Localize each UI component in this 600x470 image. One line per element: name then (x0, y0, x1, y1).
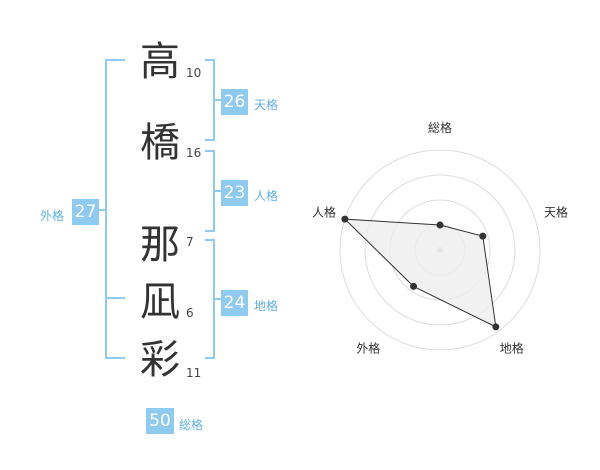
name-char-4: 凪 (140, 279, 180, 325)
stroke-count-1: 10 (186, 66, 202, 80)
jinkaku-tick (213, 190, 221, 192)
gaikaku-label: 外格 (40, 209, 65, 223)
radar-ring (339, 149, 541, 351)
soukaku-label: 総格 (179, 418, 204, 432)
jinkaku-value: 23 (221, 180, 248, 206)
jinkaku-label: 人格 (254, 189, 279, 203)
radar-point-5 (341, 215, 349, 223)
stroke-count-4: 6 (186, 306, 194, 320)
gaikaku-bracket (105, 59, 125, 359)
radar-axis-label-2: 天格 (544, 204, 568, 219)
chikaku-label: 地格 (254, 299, 279, 313)
radar-point-3 (492, 323, 500, 331)
radar-axis-label-3: 地格 (500, 341, 524, 356)
radar-axis-label-4: 外格 (356, 341, 380, 356)
radar-point-1 (436, 221, 444, 229)
soukaku-value: 50 (146, 408, 174, 434)
radar-ring (364, 174, 516, 326)
tenkaku-value: 26 (221, 89, 248, 115)
radar-axis-label-1: 総格 (428, 120, 452, 135)
chikaku-value: 24 (221, 290, 248, 316)
chikaku-tick (213, 298, 221, 300)
radar-series-polygon (343, 218, 497, 328)
gaikaku-tick (99, 209, 107, 211)
tenkaku-label: 天格 (254, 98, 279, 112)
name-char-5: 彩 (140, 337, 180, 383)
name-char-2: 橋 (140, 120, 180, 166)
gaikaku-value: 27 (72, 199, 99, 225)
tenkaku-tick (213, 99, 221, 101)
stroke-count-3: 7 (186, 235, 194, 249)
radar-point-2 (479, 232, 487, 240)
name-char-1: 高 (140, 39, 180, 85)
name-char-3: 那 (140, 222, 180, 268)
stroke-count-2: 16 (186, 146, 202, 160)
stroke-count-5: 11 (186, 366, 202, 380)
radar-point-4 (410, 282, 418, 290)
radar-axis-label-5: 人格 (312, 204, 336, 219)
gaikaku-split-tick (105, 297, 125, 299)
